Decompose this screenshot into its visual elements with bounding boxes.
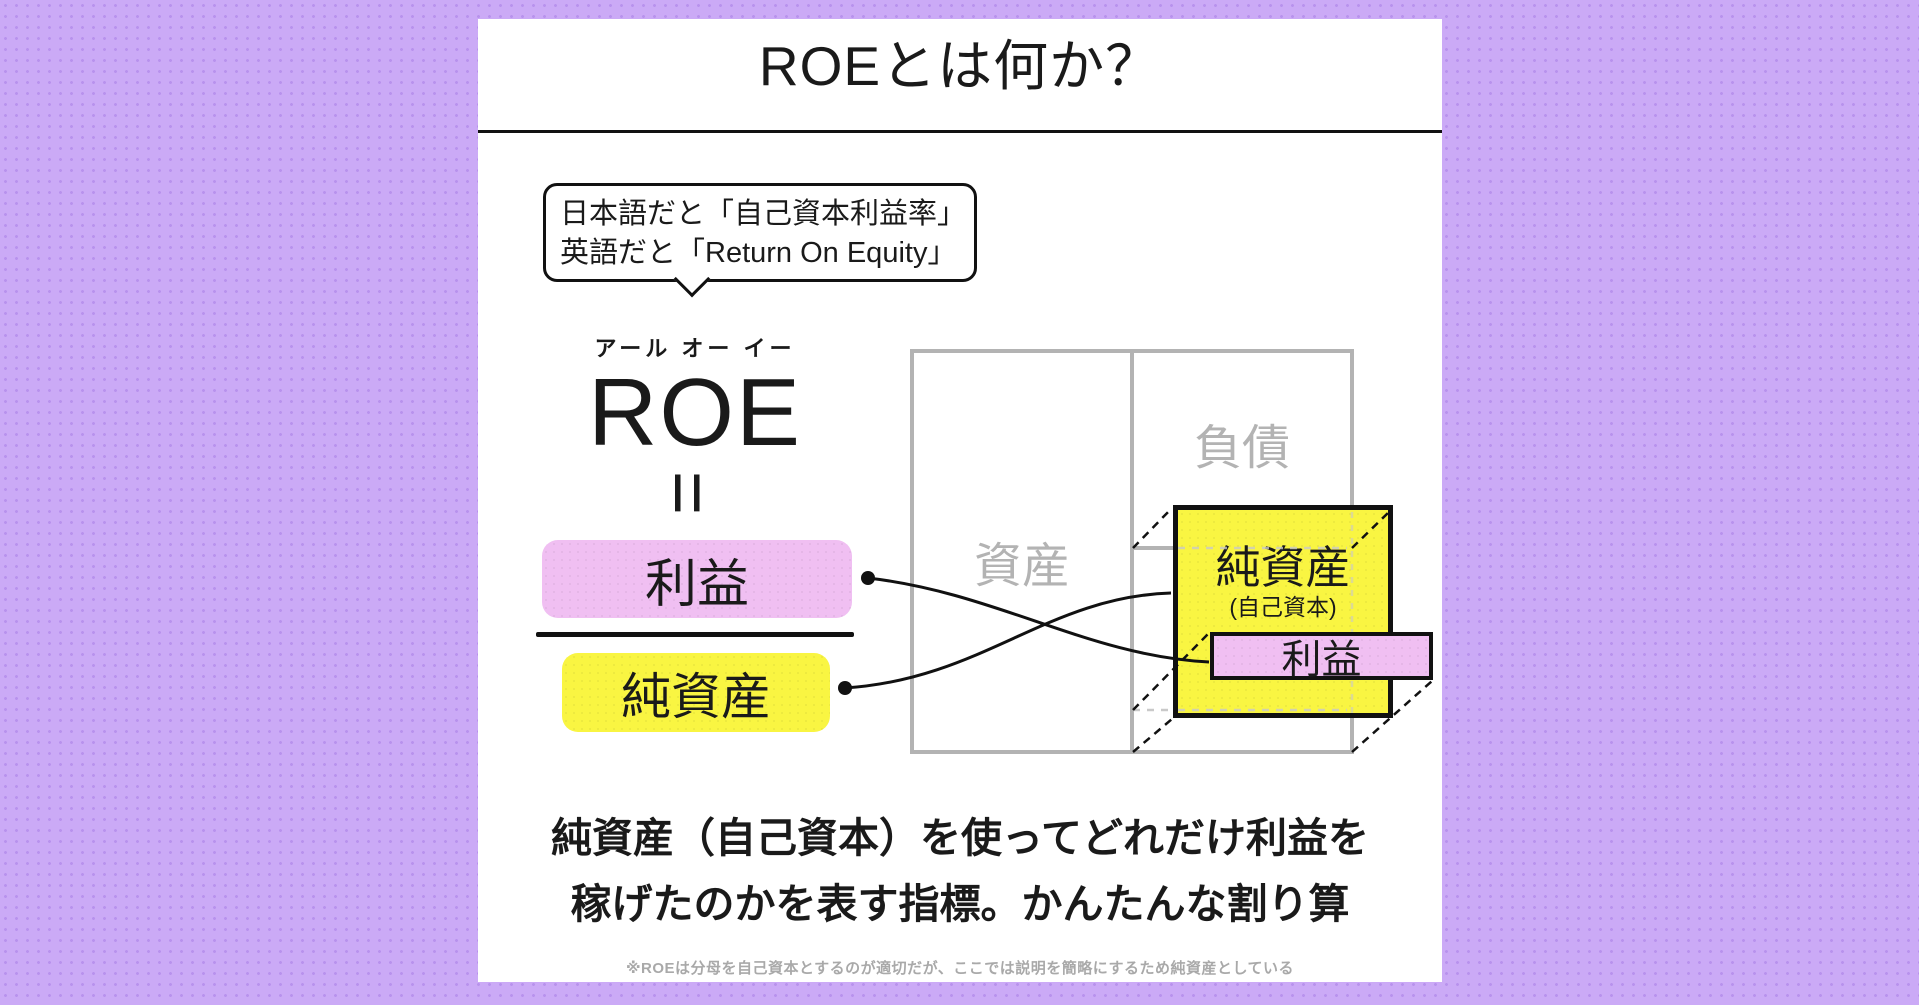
assets-label: 資産: [973, 540, 1070, 593]
net-assets-connector-dot: [838, 681, 852, 695]
profit-connector-dot: [861, 571, 875, 585]
formula-numerator-label: 利益: [644, 555, 749, 614]
formula-denominator-label: 純資産: [621, 668, 771, 725]
description-line-2: 稼げたのかを表す指標。かんたんな割り算: [570, 881, 1350, 927]
description-text: 純資産（自己資本）を使ってどれだけ利益を 稼げたのかを表す指標。かんたんな割り算: [478, 805, 1442, 937]
footnote-text: ※ROEは分母を自己資本とするのが適切だが、ここでは説明を簡略にするため純資産と…: [625, 960, 1295, 977]
title-divider: [478, 130, 1442, 133]
formula-denominator-box: 純資産: [562, 653, 830, 732]
net-assets-box: 純資産 (自己資本): [1173, 505, 1393, 718]
equals-sign: =: [645, 470, 731, 516]
fraction-bar: [536, 632, 854, 637]
page-title: ROEとは何か？: [758, 35, 1162, 97]
definition-speech-bubble: 日本語だと「自己資本利益率」 英語だと「Return On Equity」: [543, 183, 977, 298]
net-assets-sub-label: (自己資本): [1229, 594, 1337, 620]
bubble-line-english: 英語だと「Return On Equity」: [560, 237, 957, 269]
description-line-1: 純資産（自己資本）を使ってどれだけ利益を: [551, 815, 1369, 861]
roe-heading: ROE: [587, 359, 803, 466]
liabilities-label: 負債: [1193, 422, 1290, 475]
bubble-line-japanese: 日本語だと「自己資本利益率」: [560, 198, 967, 230]
net-assets-label: 純資産: [1215, 542, 1351, 593]
formula-numerator-box: 利益: [542, 540, 852, 618]
profit-label: 利益: [1281, 638, 1362, 682]
net-assets-connector-curve: [844, 591, 1172, 690]
infographic-card: ROEとは何か？ 日本語だと「自己資本利益率」 英語だと「Return On E…: [478, 19, 1442, 982]
profit-box: 利益: [1210, 632, 1433, 682]
roe-furigana: アール オー イー: [594, 336, 796, 361]
